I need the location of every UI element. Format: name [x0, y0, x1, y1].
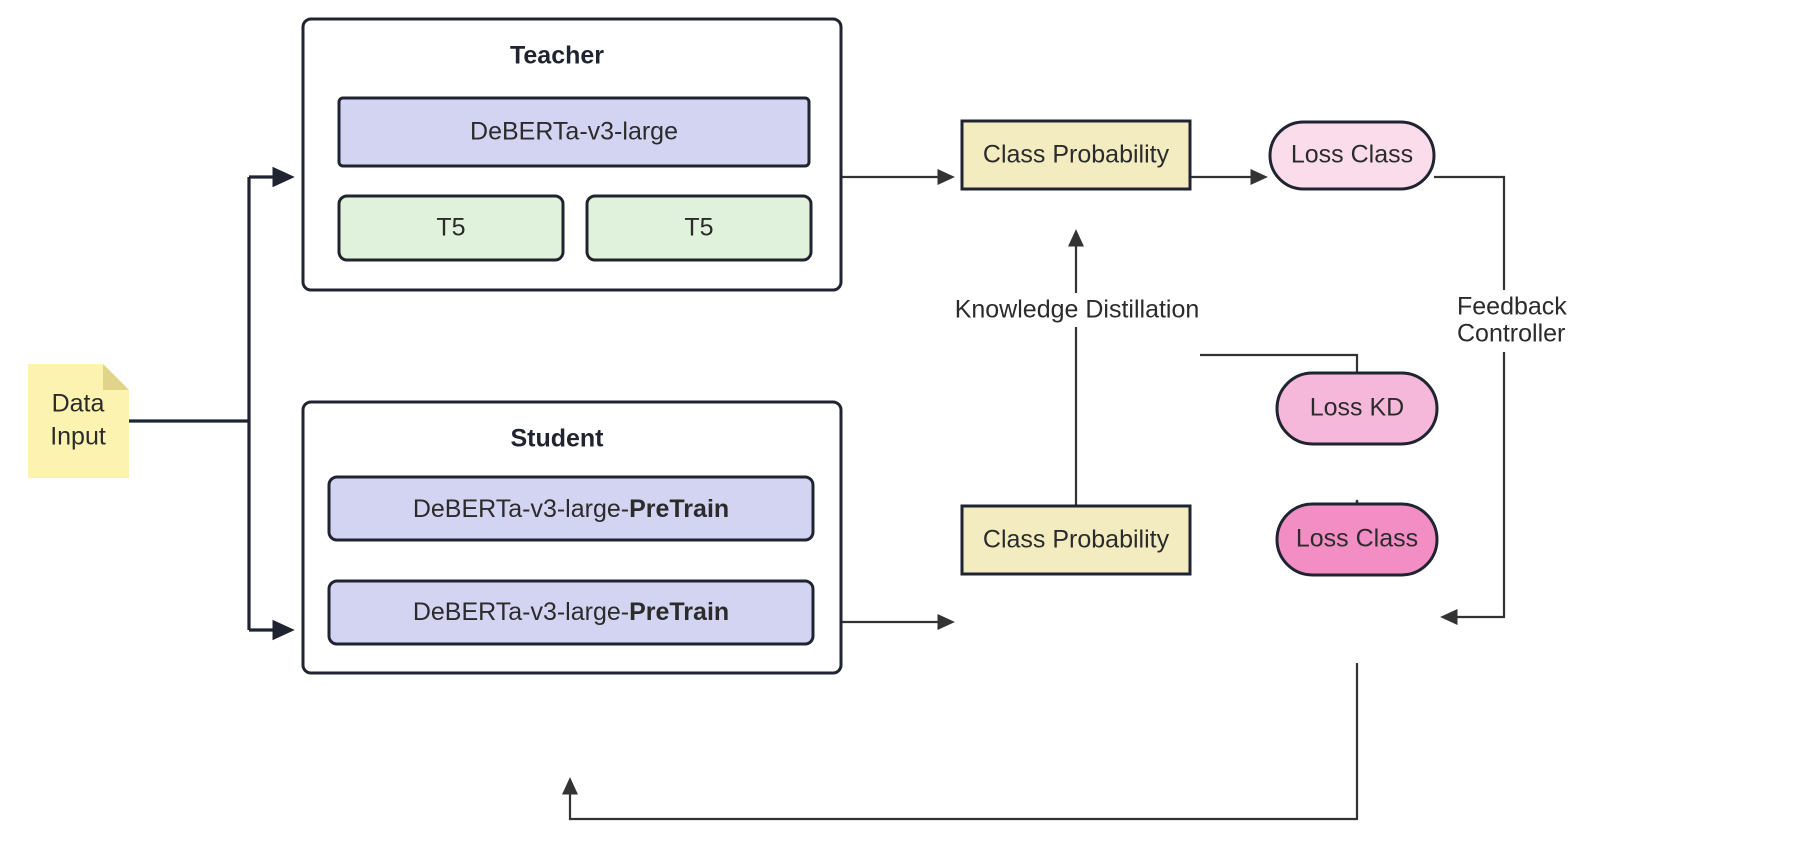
feedback-controller-label-line1: Feedback	[1457, 293, 1567, 321]
loss-kd-label: Loss KD	[1310, 394, 1404, 422]
node-student-deberta-2[interactable]: DeBERTa-v3-large-PreTrain	[327, 579, 815, 646]
data-input-label-line2: Input	[50, 423, 106, 451]
loss-class-top-label: Loss Class	[1291, 141, 1413, 169]
loss-class-bottom-label: Loss Class	[1296, 525, 1418, 553]
node-loss-class-bottom[interactable]: Loss Class	[1275, 502, 1439, 577]
edge-label-knowledge-distillation: Knowledge Distillation	[955, 293, 1200, 327]
student-deberta-2-label: DeBERTa-v3-large-PreTrain	[413, 598, 729, 626]
node-teacher-t5-left[interactable]: T5	[337, 194, 565, 262]
node-student-class-probability[interactable]: Class Probability	[960, 504, 1192, 576]
student-deberta-2-label-plain: DeBERTa-v3-large-	[413, 598, 629, 626]
student-deberta-1-label-plain: DeBERTa-v3-large-	[413, 495, 629, 523]
teacher-t5-right-label: T5	[684, 214, 713, 242]
student-group-label: Student	[510, 425, 604, 453]
node-teacher-deberta[interactable]: DeBERTa-v3-large	[337, 96, 811, 168]
node-student-deberta-1[interactable]: DeBERTa-v3-large-PreTrain	[327, 475, 815, 542]
node-loss-class-top[interactable]: Loss Class	[1268, 120, 1436, 191]
node-teacher-class-probability[interactable]: Class Probability	[960, 119, 1192, 191]
teacher-deberta-label: DeBERTa-v3-large	[470, 118, 678, 146]
teacher-group-label: Teacher	[510, 42, 604, 70]
edge-data-input-bus	[129, 177, 251, 630]
student-deberta-1-label-emph: PreTrain	[629, 495, 729, 523]
group-student[interactable]: Student DeBERTa-v3-large-PreTrain DeBERT…	[301, 400, 843, 675]
edge-feedback-controller	[1434, 175, 1506, 626]
student-class-probability-label: Class Probability	[983, 526, 1170, 554]
edge-label-feedback-controller: Feedback Controller	[1455, 290, 1567, 352]
student-deberta-2-label-emph: PreTrain	[629, 598, 729, 626]
feedback-controller-label-line2: Controller	[1457, 320, 1565, 348]
node-teacher-t5-right[interactable]: T5	[585, 194, 813, 262]
edge-loss-class-to-student-feedback	[561, 663, 1359, 821]
data-input-label-line1: Data	[52, 390, 105, 418]
student-deberta-1-label: DeBERTa-v3-large-PreTrain	[413, 495, 729, 523]
node-data-input[interactable]: Data Input	[28, 364, 129, 478]
teacher-t5-left-label: T5	[436, 214, 465, 242]
node-loss-kd[interactable]: Loss KD	[1275, 371, 1439, 446]
knowledge-distillation-label: Knowledge Distillation	[955, 296, 1200, 324]
teacher-class-probability-label: Class Probability	[983, 141, 1170, 169]
group-teacher[interactable]: Teacher DeBERTa-v3-large T5 T5	[301, 17, 843, 292]
